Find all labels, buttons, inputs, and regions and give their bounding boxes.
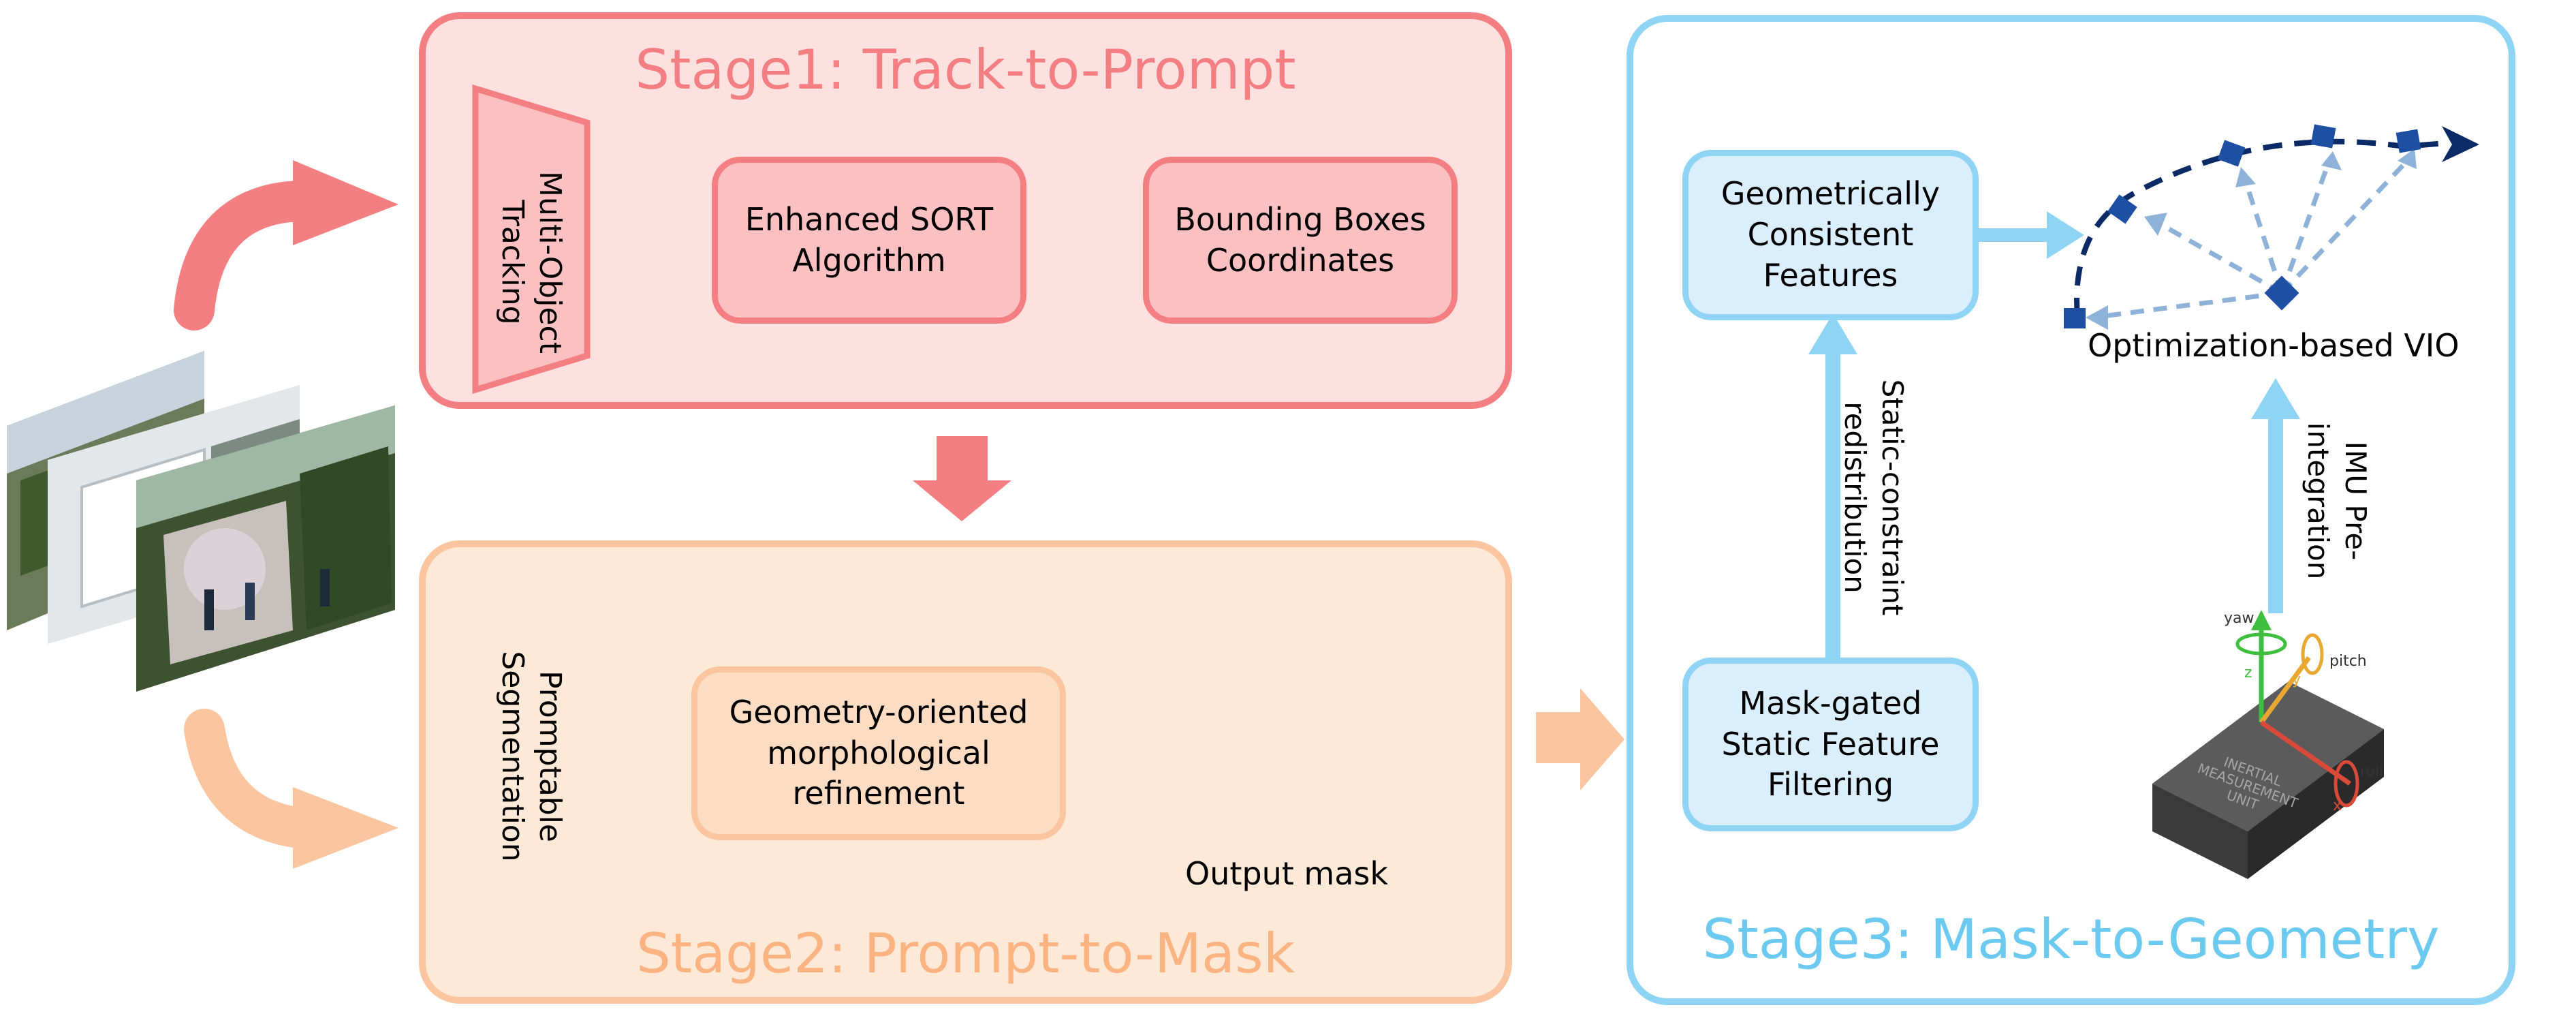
arrow-filter-to-features-head <box>1808 313 1857 354</box>
stage3-panel: Stage3: Mask-to-Geometry <box>1627 15 2515 1005</box>
arrow-features-to-vio-head <box>2047 211 2084 259</box>
stage2-to-stage3-head <box>1580 688 1624 790</box>
box-enhanced-sort: Enhanced SORT Algorithm <box>712 157 1026 324</box>
input-to-stage2-arrowhead <box>293 787 398 869</box>
stage2-to-stage3-shaft <box>1536 712 1584 763</box>
vio-label: Optimization-based VIO <box>2088 327 2460 364</box>
stage2-panel: Stage2: Prompt-to-Mask <box>419 540 1512 1004</box>
imu-device <box>2152 610 2384 879</box>
imu-axis-y: y <box>2292 671 2302 688</box>
stage1-title: Stage1: Track-to-Prompt <box>635 38 1296 102</box>
frame-front <box>136 405 395 692</box>
arrow-imu-to-vio-head <box>2251 378 2300 419</box>
stage1-to-stage2-shaft <box>937 436 988 484</box>
stage1-funnel-label: Multi-Object Tracking <box>495 171 567 354</box>
stage1-to-stage2-head <box>913 480 1011 521</box>
edge-imu-label: IMU Pre-integration <box>2302 422 2372 580</box>
arrow-features-to-vio-shaft <box>1979 228 2050 242</box>
input-frame-stack <box>0 344 402 698</box>
edge-static-label: Static-constraint redistribution <box>1838 379 1909 616</box>
box-geometric-features: Geometrically Consistent Features <box>1682 150 1979 320</box>
stage3-title: Stage3: Mask-to-Geometry <box>1702 908 2440 971</box>
vio-trajectory-head <box>2442 126 2479 162</box>
input-to-stage1-arrowhead <box>293 160 398 245</box>
input-to-stage2-arrow <box>184 709 320 848</box>
imu-axis-yaw: yaw <box>2224 610 2255 627</box>
vio-graph <box>2064 124 2479 330</box>
stage2-title: Stage2: Prompt-to-Mask <box>635 922 1295 985</box>
arrow-filter-to-features-shaft <box>1825 351 1840 661</box>
stage2-funnel-label: Promptable Segmentation <box>495 651 567 862</box>
box-bounding-boxes: Bounding Boxes Coordinates <box>1143 157 1458 324</box>
input-to-stage1-arrow <box>174 181 320 330</box>
arrow-imu-to-vio-shaft <box>2268 416 2283 613</box>
imu-axis-roll: roll <box>2360 763 2384 780</box>
box-static-feature-filtering: Mask-gated Static Feature Filtering <box>1682 658 1979 831</box>
imu-axis-x: x <box>2333 797 2342 814</box>
output-mask-label: Output mask <box>1185 855 1389 892</box>
imu-axis-pitch: pitch <box>2329 653 2367 670</box>
vio-trajectory <box>2074 138 2446 318</box>
box-morphological-refinement: Geometry-oriented morphological refineme… <box>691 666 1066 840</box>
imu-axis-z: z <box>2244 664 2252 681</box>
